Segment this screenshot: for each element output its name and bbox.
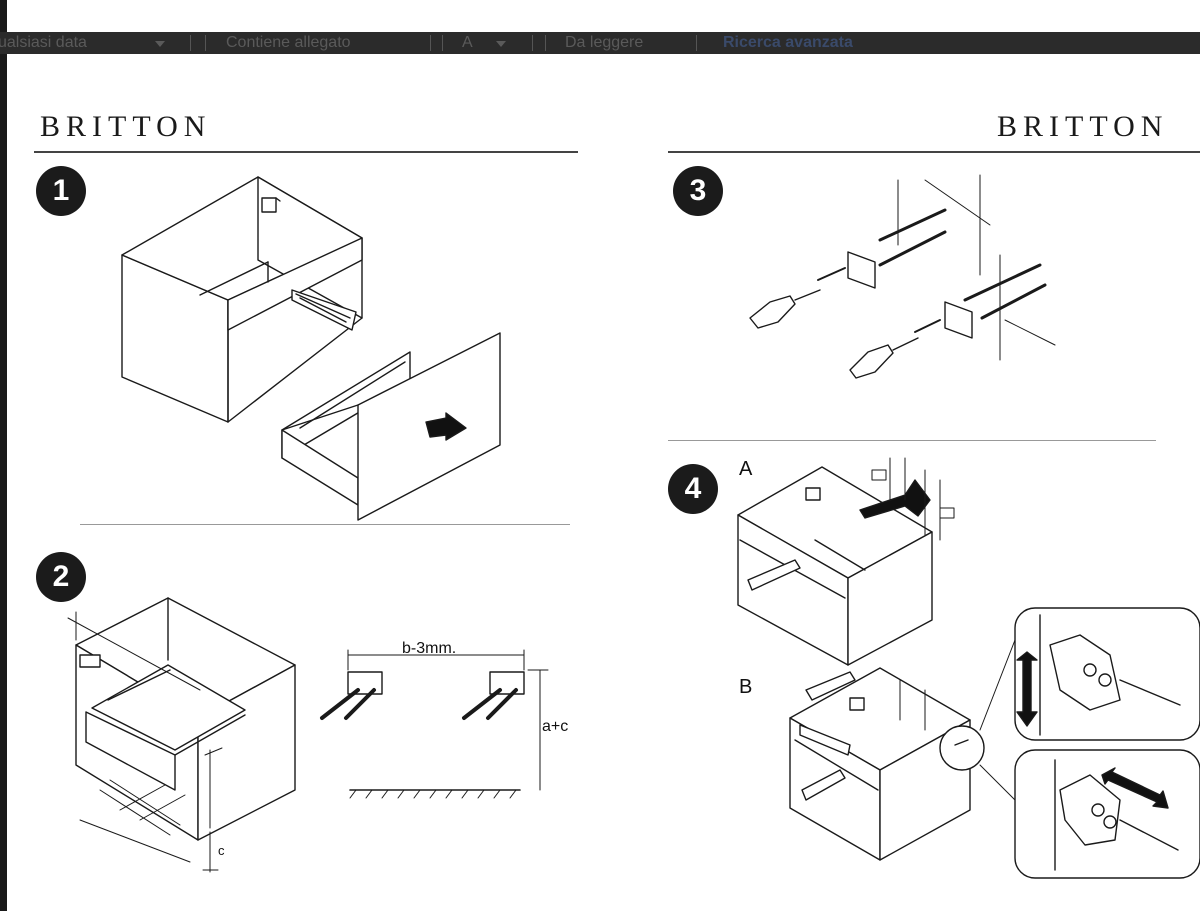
dimension-label-width: b-3mm. bbox=[402, 640, 457, 657]
step3-wall-fixing-drawing bbox=[749, 174, 1056, 379]
toolbar-divider bbox=[190, 35, 191, 51]
step-number-3: 3 bbox=[673, 166, 723, 216]
sort-dropdown[interactable]: A bbox=[462, 34, 473, 51]
toolbar-divider bbox=[442, 35, 443, 51]
advanced-search-link[interactable]: Ricerca avanzata bbox=[723, 34, 853, 51]
step-number-4: 4 bbox=[668, 464, 718, 514]
section-divider bbox=[668, 440, 1156, 441]
page-divider-left bbox=[34, 151, 578, 153]
detail-box-vertical bbox=[1014, 607, 1200, 741]
toolbar-divider bbox=[696, 35, 697, 51]
step-number-2: 2 bbox=[36, 552, 86, 602]
date-filter-dropdown[interactable]: ualsiasi data bbox=[0, 34, 87, 51]
search-filter-toolbar: ualsiasi data Contiene allegato A Da leg… bbox=[0, 32, 1200, 54]
step1-cabinet-drawing bbox=[121, 176, 501, 521]
dimension-label-c: c bbox=[218, 843, 225, 858]
chevron-down-icon[interactable] bbox=[155, 41, 165, 47]
toolbar-divider bbox=[532, 35, 533, 51]
dimension-label-height: a+c bbox=[542, 718, 569, 735]
step4b-adjust-drawing bbox=[789, 639, 1016, 861]
attachments-filter-button[interactable]: Contiene allegato bbox=[226, 34, 351, 51]
brand-logo-left: BRITTON bbox=[40, 110, 212, 143]
section-divider bbox=[80, 524, 570, 525]
step4a-hanging-drawing bbox=[737, 457, 955, 666]
chevron-down-icon[interactable] bbox=[496, 41, 506, 47]
brand-logo-right: BRITTON bbox=[997, 110, 1169, 143]
page-divider-right bbox=[668, 151, 1200, 153]
unread-filter-button[interactable]: Da leggere bbox=[565, 34, 644, 51]
step2-measurement-drawing bbox=[67, 597, 549, 873]
step4-label-a: A bbox=[739, 458, 753, 480]
window-left-edge bbox=[0, 0, 7, 911]
toolbar-divider bbox=[430, 35, 431, 51]
step-number-1: 1 bbox=[36, 166, 86, 216]
step4-label-b: B bbox=[739, 676, 753, 698]
toolbar-divider bbox=[205, 35, 206, 51]
detail-box-horizontal bbox=[1014, 749, 1200, 879]
toolbar-divider bbox=[545, 35, 546, 51]
